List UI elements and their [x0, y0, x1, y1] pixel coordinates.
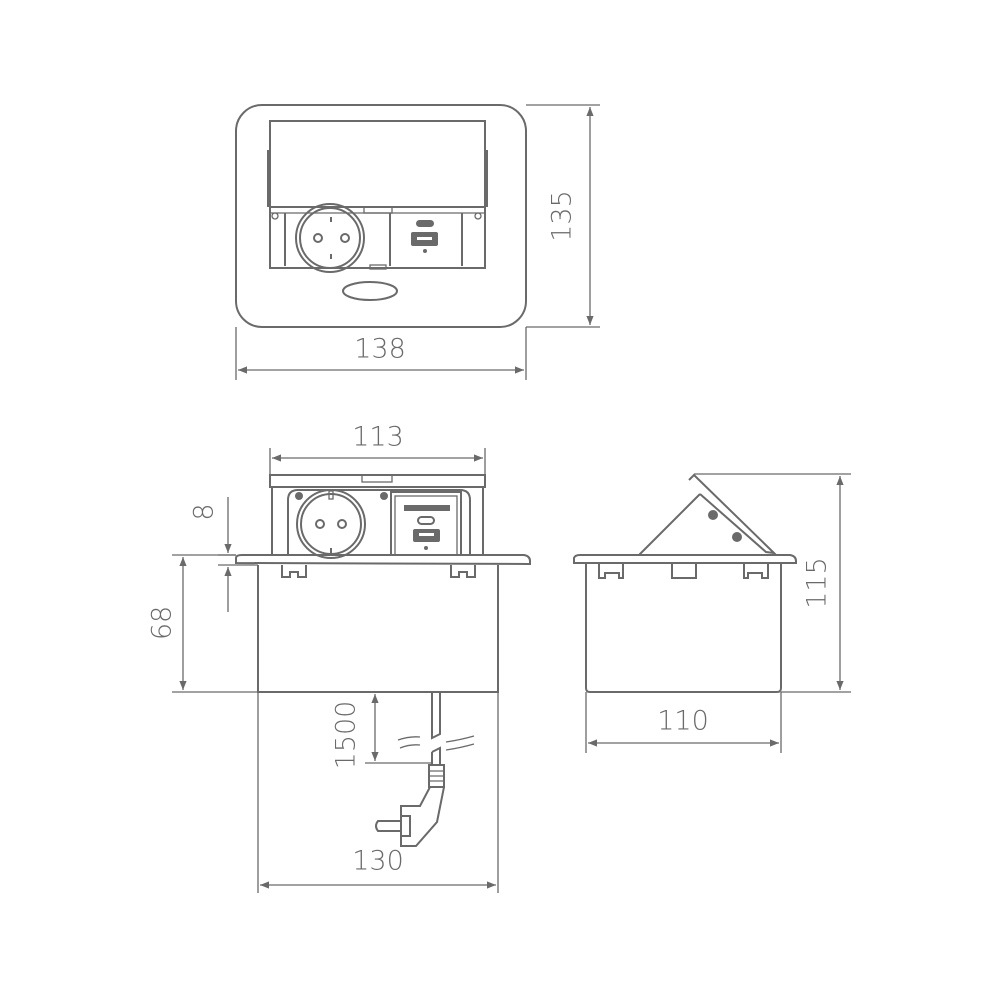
top-frame	[235, 104, 527, 328]
dim-side-width: 110	[657, 706, 709, 737]
top-view: 135 138	[235, 104, 600, 380]
lid-button	[342, 281, 398, 301]
dim-box-height: 68	[147, 606, 178, 640]
side-view: 110 115	[573, 473, 851, 753]
front-usb-ports-icon	[404, 505, 450, 550]
usb-ports-icon	[411, 220, 438, 253]
top-lid	[269, 120, 486, 208]
front-view: 113 8 68 1500 130	[147, 422, 531, 893]
dim-box-width: 130	[352, 846, 404, 877]
dim-top-width: 138	[354, 334, 406, 365]
plug-icon	[375, 764, 445, 847]
front-schuko-socket-icon	[296, 489, 366, 559]
dim-cable-length: 1500	[331, 701, 362, 770]
schuko-socket-icon	[295, 203, 365, 273]
dim-total-height: 115	[802, 557, 833, 609]
front-flange	[235, 554, 531, 566]
side-flange	[573, 554, 797, 564]
dim-lid-width: 113	[352, 422, 404, 453]
dim-flange-height: 8	[189, 503, 220, 520]
front-lid	[269, 474, 486, 488]
dim-top-depth: 135	[547, 190, 578, 242]
